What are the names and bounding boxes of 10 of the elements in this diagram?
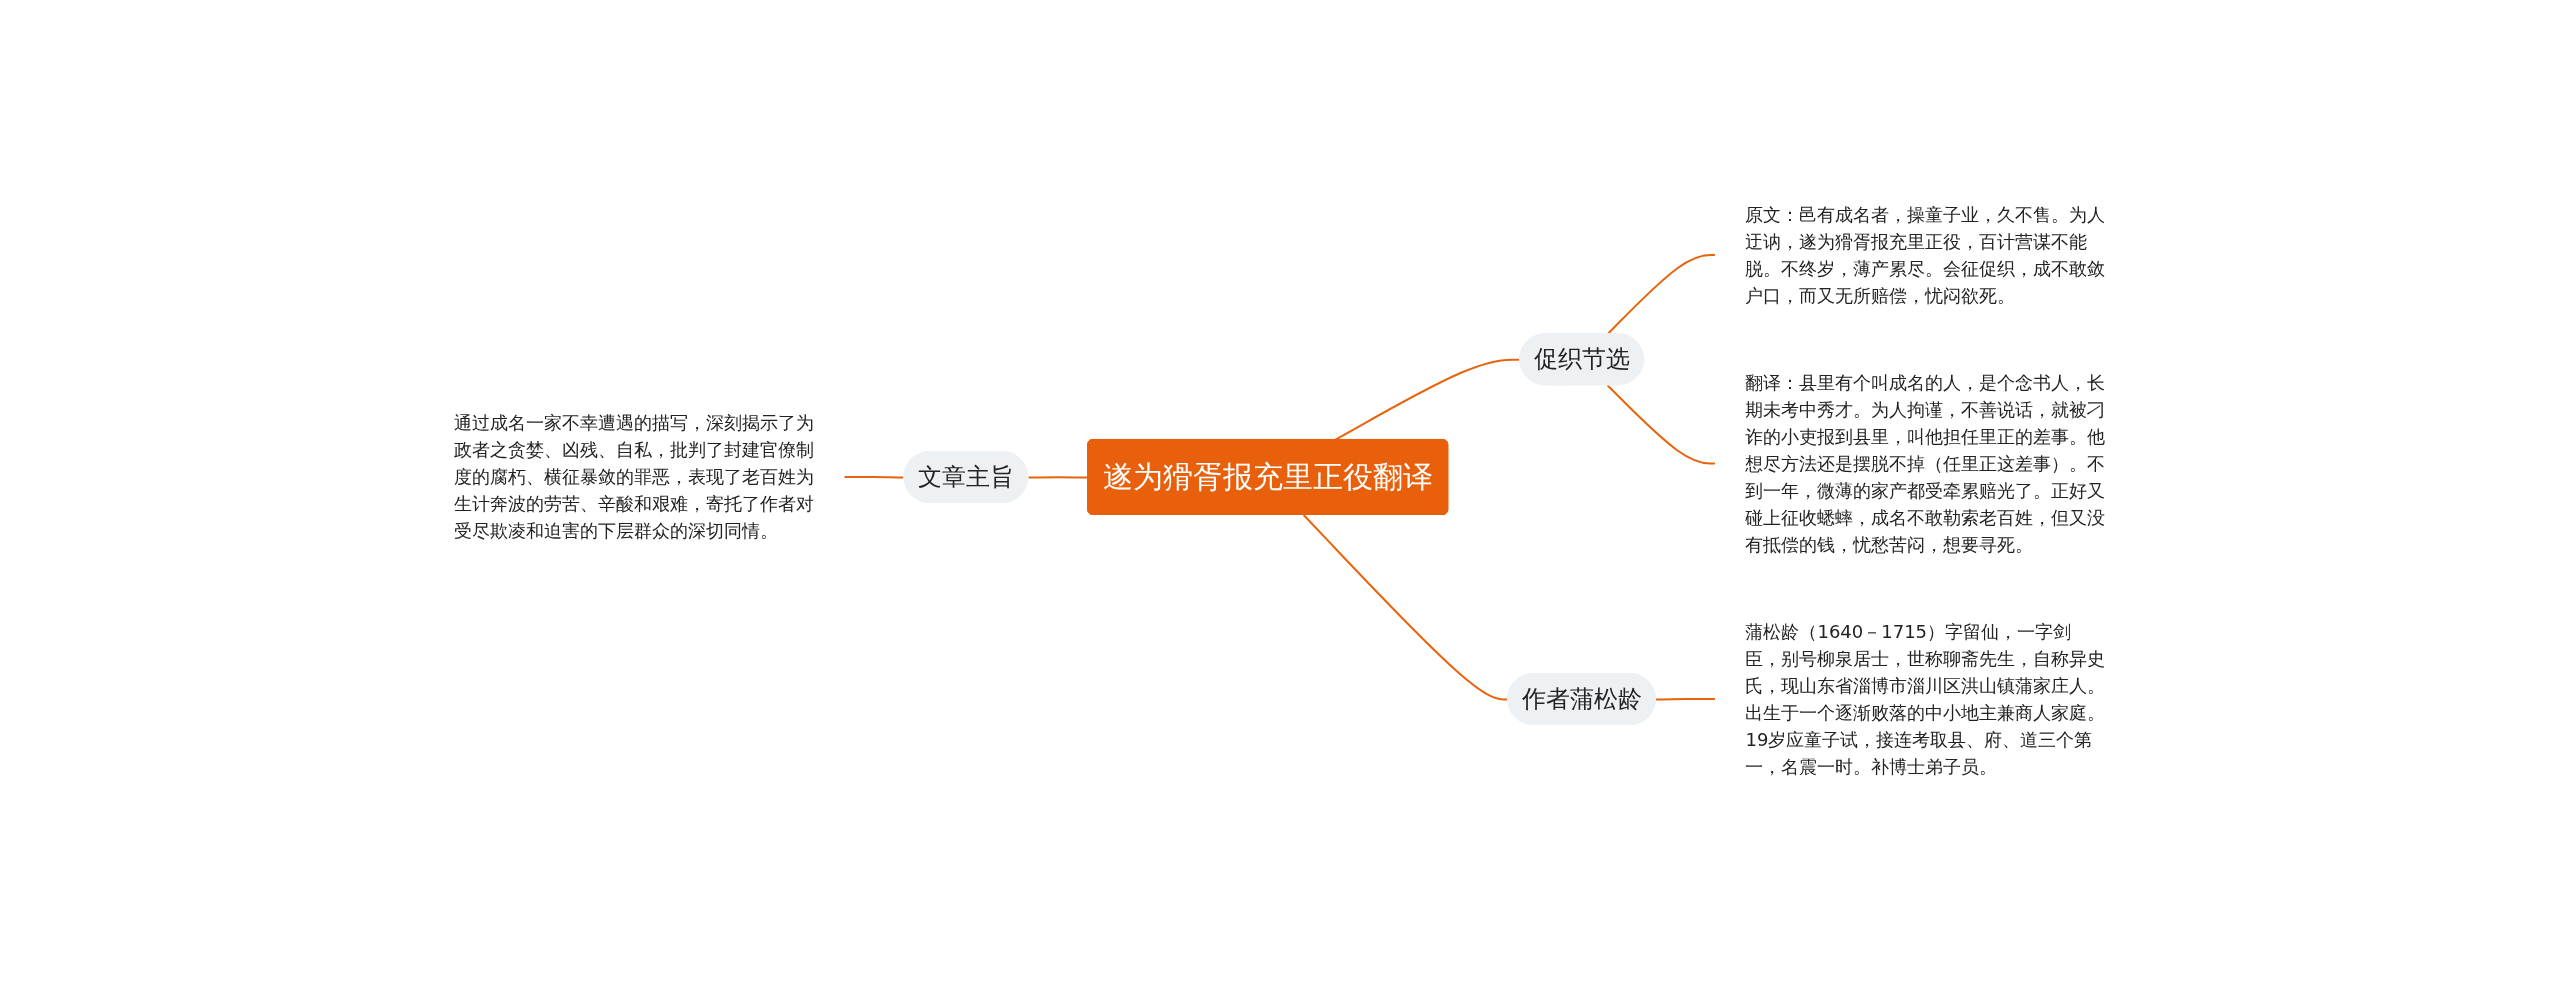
connector	[843, 476, 906, 479]
node-text: 翻译：县里有个叫成名的人，是个念书人，长期未考中秀才。为人拘谨，不善说话，就被刁诈的小吏报到县里，叫他担任里正的差事。他想尽方法还是摆脱不掉（任里正这差事）。不到一年，微薄的家产都受牵累赔光了。正好又碰上征收蟋蟀，成名不敢勒索老百姓，但又没有抵偿的钱，忧愁苦闷，想要寻死。	[1745, 372, 2106, 555]
connector	[1027, 476, 1090, 479]
node-text: 蒲松龄（1640－1715）字留仙，一字剑臣，别号柳泉居士，世称聊斋先生，自称异史氏，现山东省淄博市淄川区洪山镇蒲家庄人。出生于一个逐渐败落的中小地主兼商人家庭。19岁应童子试，接连考取县、府、道三个第一，名震一时。补博士弟子员。	[1745, 620, 2106, 777]
connector	[1334, 358, 1522, 441]
connector	[1655, 698, 1717, 701]
connector	[1606, 384, 1717, 465]
node-text: 通过成名一家不幸遭遇的描写，深刻揭示了为政者之贪婪、凶残、自私，批判了封建官僚制度的腐朽、横征暴敛的罪恶，表现了老百姓为生计奔波的劳苦、辛酸和艰难，寄托了作者对受尽欺凌和迫害的下层群众的深切同情。	[454, 412, 815, 542]
node-text: 原文：邑有成名者，操童子业，久不售。为人迂讷，遂为猾胥报充里正役，百计营谋不能脱。不终岁，薄产累尽。会征促织，成不敢敛户口，而又无所赔偿，忧闷欲死。	[1745, 204, 2106, 306]
connector	[1302, 514, 1510, 701]
